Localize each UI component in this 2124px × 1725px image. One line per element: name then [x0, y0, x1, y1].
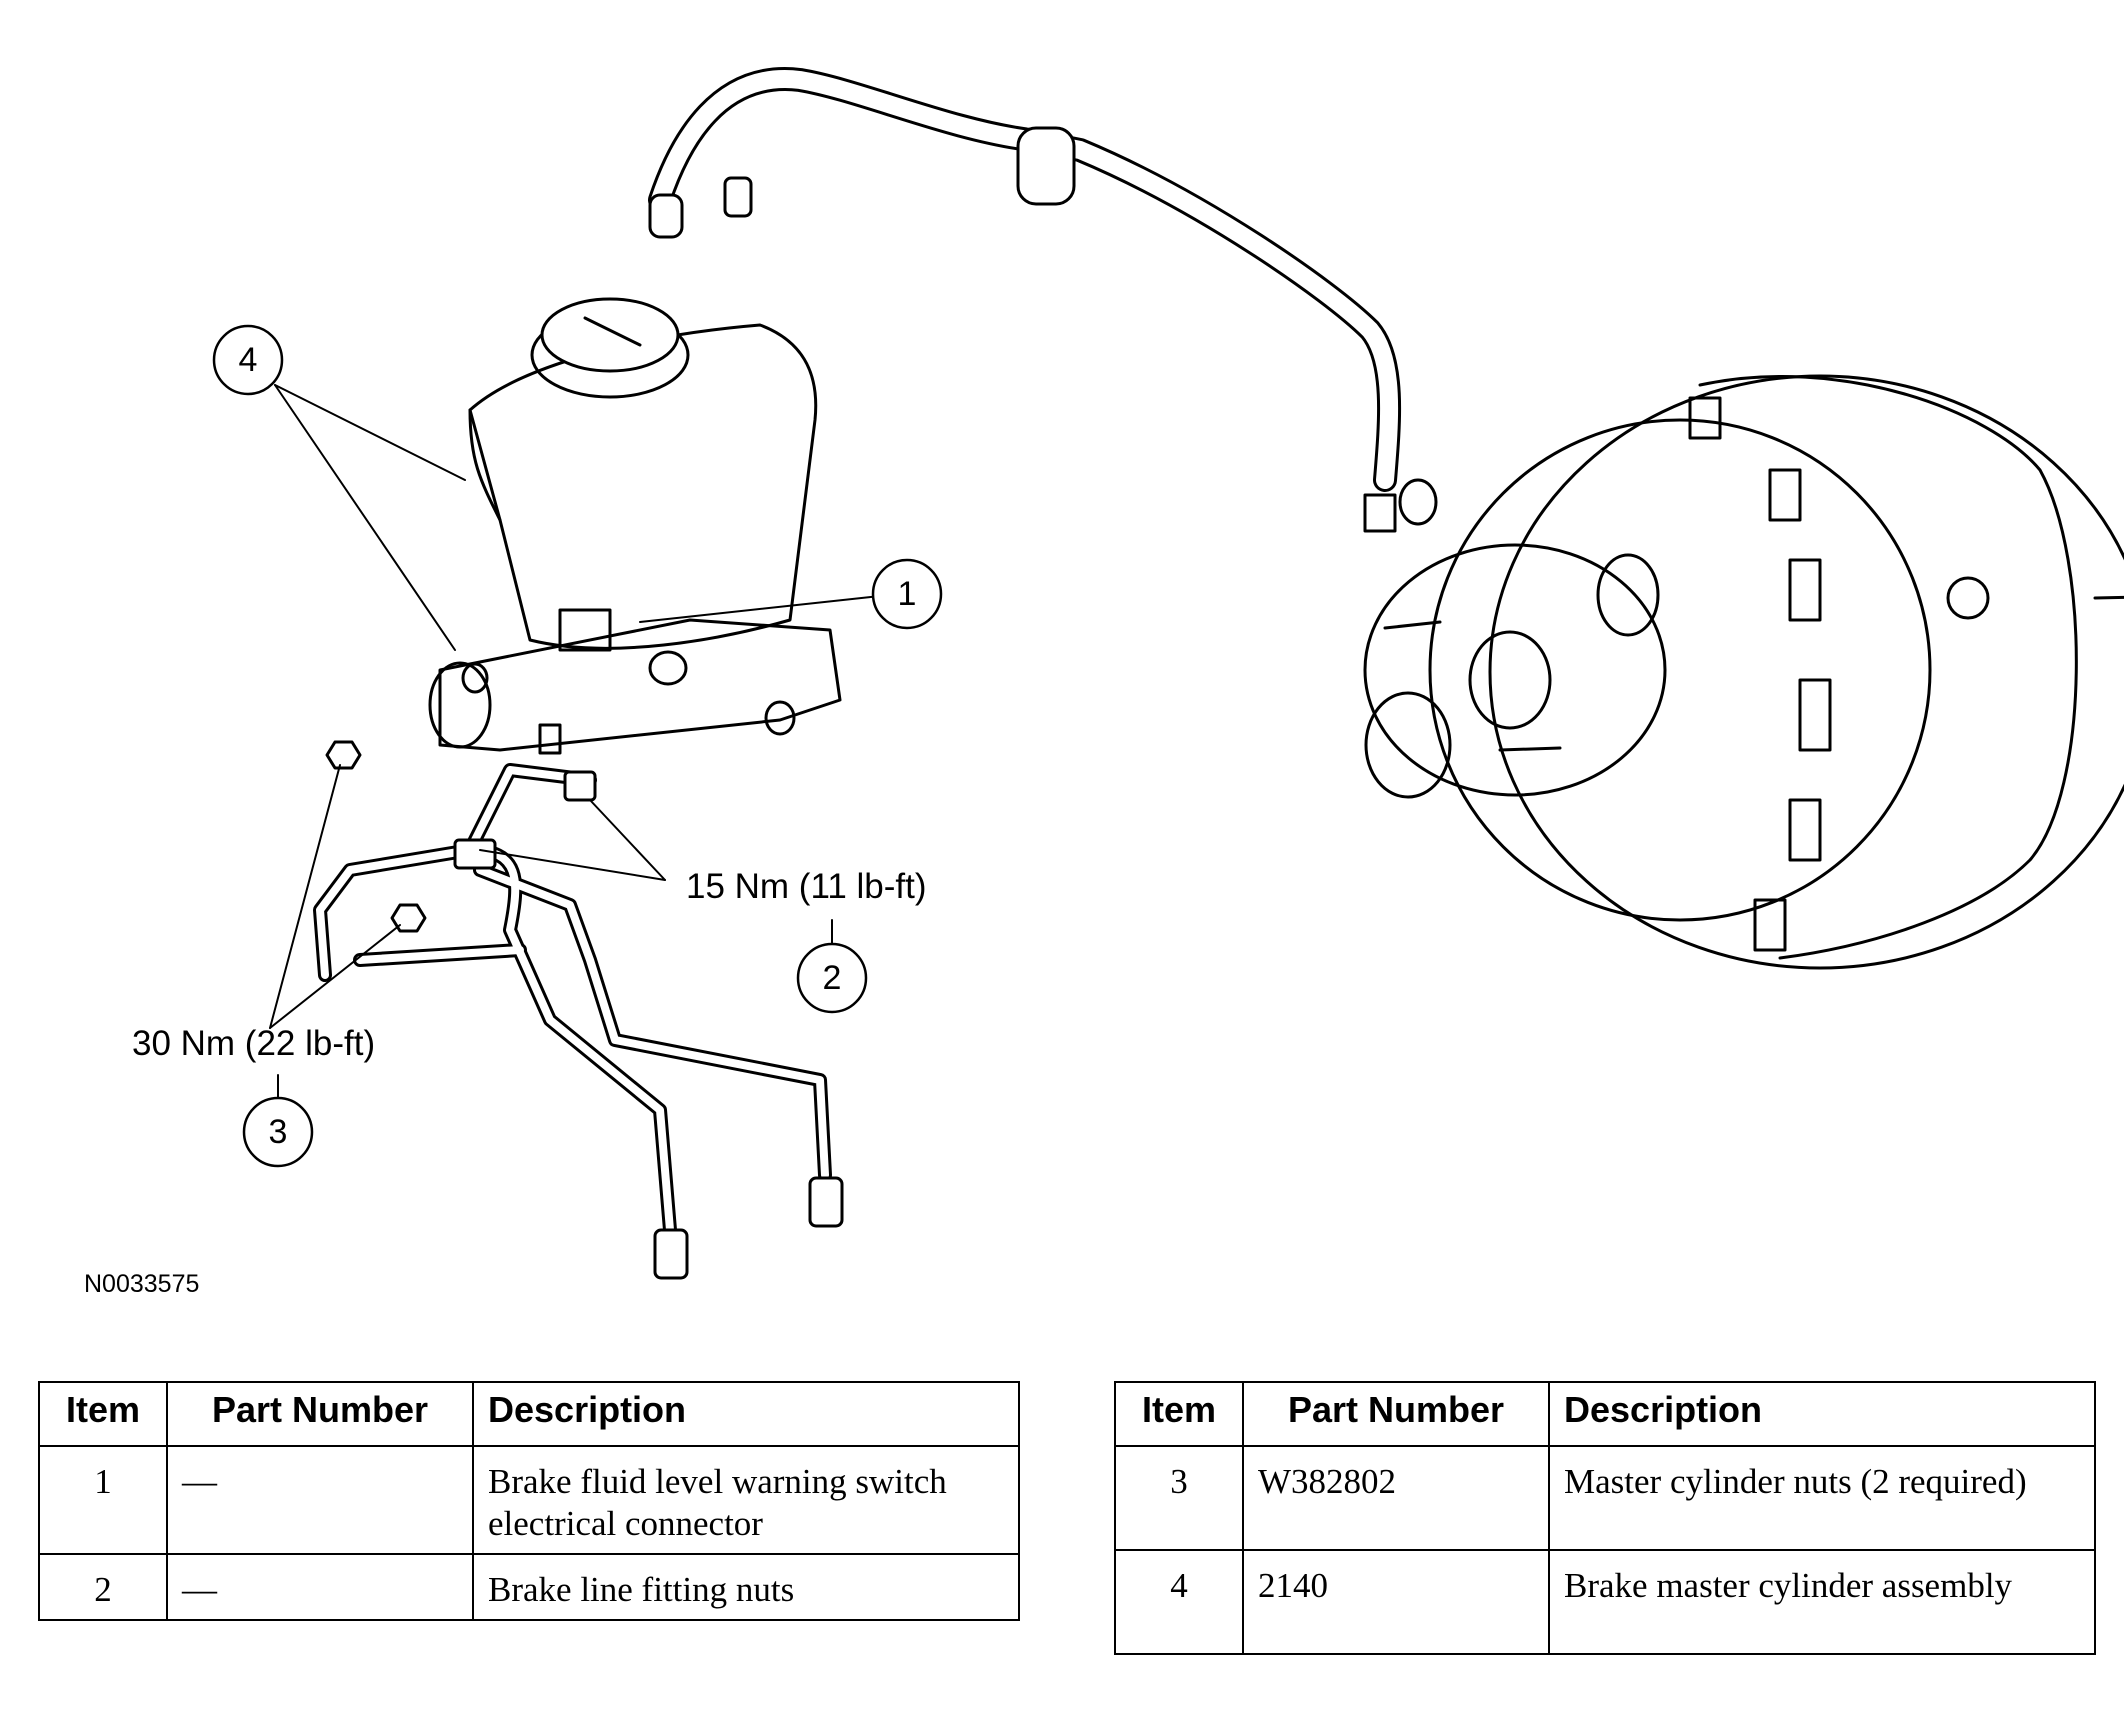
description-cell: Brake fluid level warning switch electri…	[472, 1445, 1020, 1555]
figure-id: N0033575	[84, 1270, 199, 1298]
vacuum-hose	[648, 67, 1402, 533]
callout-3: 3	[269, 1113, 288, 1151]
callout-circle-3	[242, 1096, 314, 1168]
description-cell: Master cylinder nuts (2 required)	[1548, 1445, 2096, 1551]
parts-table-left: Item Part Number Description 1 — Brake f…	[38, 1381, 1020, 1621]
header-item: Item	[1114, 1381, 1244, 1447]
parts-table-right: Item Part Number Description 3 W382802 M…	[1114, 1381, 2096, 1655]
header-part-number: Part Number	[166, 1381, 474, 1447]
description-cell: Brake line fitting nuts	[472, 1553, 1020, 1621]
callout-circle-2	[796, 942, 868, 1014]
part-number-cell: W382802	[1242, 1445, 1550, 1551]
callout-2: 2	[823, 959, 842, 997]
callout-circle-4	[212, 324, 284, 396]
callout-4: 4	[239, 341, 258, 379]
master-cylinder-body	[428, 608, 842, 755]
header-description: Description	[1548, 1381, 2096, 1447]
header-part-number: Part Number	[1242, 1381, 1550, 1447]
part-number-cell: —	[166, 1553, 474, 1621]
table-row: 2 — Brake line fitting nuts	[38, 1553, 1020, 1621]
brake-booster	[1363, 374, 2124, 970]
torque-label-master-cylinder-nuts: 30 Nm (22 lb-ft)	[132, 1024, 375, 1063]
part-number-cell: 2140	[1242, 1549, 1550, 1655]
header-item: Item	[38, 1381, 168, 1447]
part-number-cell: —	[166, 1445, 474, 1555]
item-cell: 1	[38, 1445, 168, 1555]
callout-circles	[212, 324, 943, 1168]
callout-1: 1	[898, 575, 917, 613]
description-cell: Brake master cylinder assembly	[1548, 1549, 2096, 1655]
fittings	[325, 740, 844, 1280]
brake-lines-inner	[316, 766, 829, 1234]
header-description: Description	[472, 1381, 1020, 1447]
torque-label-brake-lines: 15 Nm (11 lb-ft)	[686, 867, 927, 906]
table-header-row: Item Part Number Description	[1114, 1381, 2096, 1447]
callout-circle-1	[871, 558, 943, 630]
item-cell: 3	[1114, 1445, 1244, 1551]
table-row: 1 — Brake fluid level warning switch ele…	[38, 1445, 1020, 1555]
item-cell: 4	[1114, 1549, 1244, 1655]
item-cell: 2	[38, 1553, 168, 1621]
leader-lines	[269, 384, 881, 1099]
master-cylinder-reservoir	[468, 297, 818, 650]
brake-lines	[313, 763, 832, 1237]
table-row: 4 2140 Brake master cylinder assembly	[1114, 1549, 2096, 1655]
table-row: 3 W382802 Master cylinder nuts (2 requir…	[1114, 1445, 2096, 1551]
brake-master-cylinder-diagram: 4 1 2 3 15 Nm (11 lb-ft) 30 Nm (22 lb-ft…	[84, 67, 2124, 1298]
table-header-row: Item Part Number Description	[38, 1381, 1020, 1447]
